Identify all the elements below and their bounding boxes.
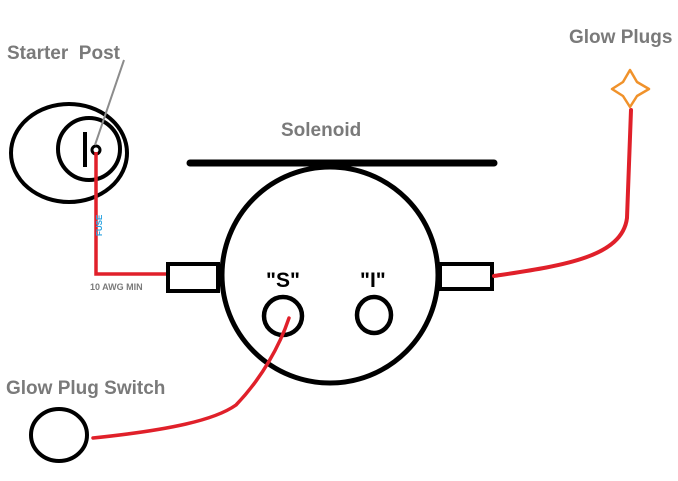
- label-terminal-s: "S": [266, 269, 300, 292]
- solenoid-left-tab: [166, 262, 220, 293]
- starter-post-body: [9, 102, 129, 204]
- label-glow-plugs: Glow Plugs: [569, 27, 672, 48]
- solenoid-body: [219, 164, 441, 386]
- starter-post: [9, 102, 129, 204]
- glow-plugs-wire: [492, 108, 633, 278]
- solenoid-right-tab: [438, 262, 494, 291]
- label-terminal-i: "I": [360, 269, 386, 292]
- label-wire-gauge: 10 AWG MIN: [90, 282, 143, 292]
- label-glow-plug-switch: Glow Plug Switch: [6, 378, 165, 399]
- solenoid: [166, 159, 498, 386]
- starter-post-pointer: [94, 59, 125, 146]
- glow-plug-switch: [29, 407, 89, 463]
- label-starter-post: Starter Post: [7, 43, 121, 64]
- starter-wire: [94, 152, 168, 276]
- label-solenoid: Solenoid: [281, 120, 361, 141]
- starter-post-stud: [56, 116, 122, 182]
- switch-wire: [91, 316, 291, 440]
- terminal-i: [354, 294, 394, 336]
- label-fuse: FUSE: [95, 214, 104, 236]
- four-point-star-icon: [610, 68, 651, 109]
